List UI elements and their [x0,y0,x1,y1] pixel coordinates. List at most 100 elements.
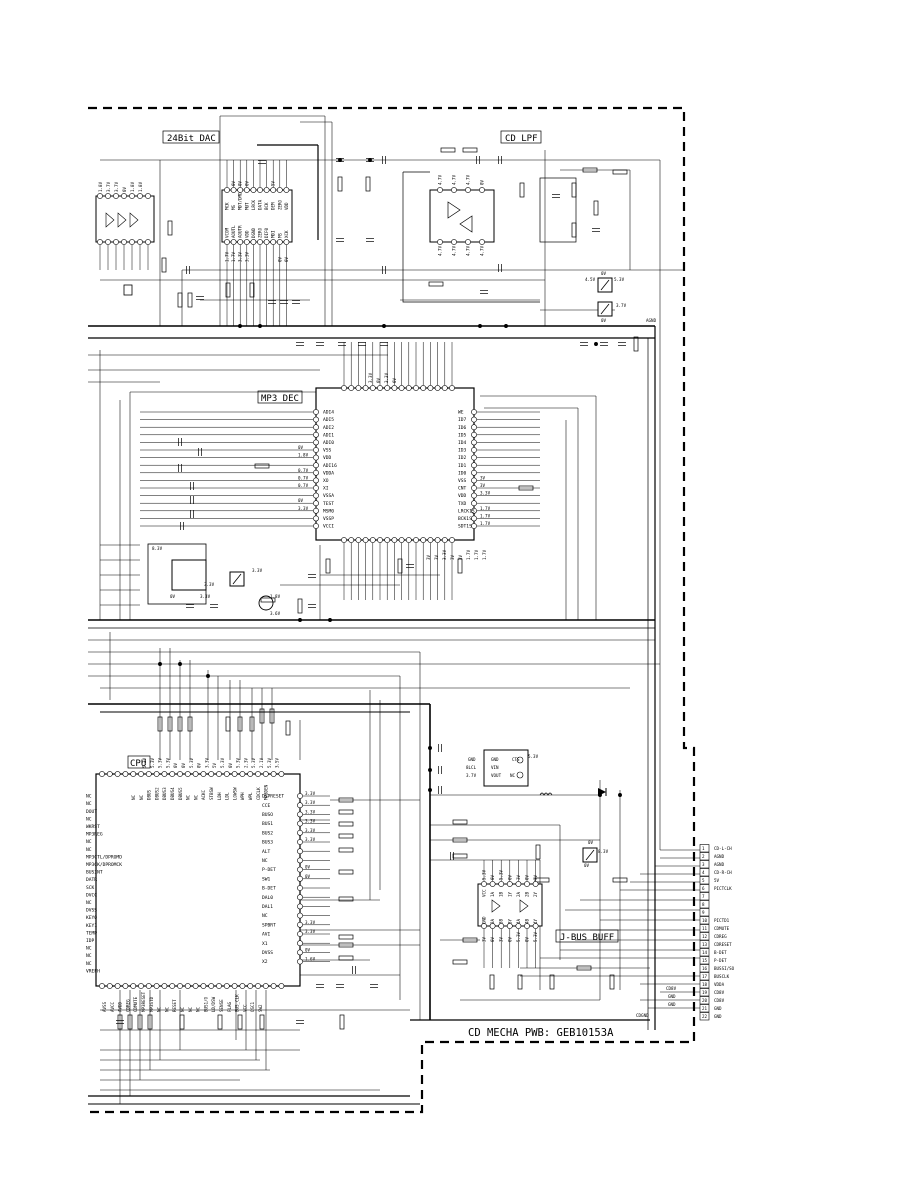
cpu-right-pin-label: NC [262,858,268,864]
dac-bottom-pin-label: DIF0 [264,227,269,238]
lpf-bottom-volt: 4.7V [466,245,471,256]
jbus-bottom-pin-label: GND [482,916,487,924]
regulator-8v3: 8.3V 0V 0V [582,840,609,868]
lpf-label-box [500,130,542,144]
dac-bottom-pin-label: XCK [284,230,289,238]
mp3-bottom-pin [355,537,362,543]
connector-pin-number: 14 [702,950,708,955]
cpu-bottom-pin [169,983,176,989]
cpu-left-pin-label: TEMP [86,930,97,936]
mp3-right-pin-label: WE [458,410,464,416]
amp-top-pin [105,193,111,199]
jbus-top-pin [489,881,496,887]
dac-top-pin-label: VDD [284,202,289,210]
cpu-left-pin-label: NC [86,961,92,967]
mp3-bottom-volt: 3V [458,554,463,560]
lpf-bottom-volt: 4.7V [480,245,485,256]
jbus-pins: VCC5.3V1A0V1B5.3V1Y0V2A3V2B0V2Y3VGND3V3A… [481,860,539,968]
jbus-top-pin [498,881,505,887]
regulator-3v7: 3.7V 0V [597,301,627,323]
mp3-right-pin [471,485,477,491]
cpu-top-pin [184,771,191,777]
cpu-right-pin-label: NC [262,913,268,919]
cpu-right-pin-label: ALT [262,849,271,855]
connector-pin-box [699,932,710,941]
amp-bottom-pin [105,239,111,245]
amp-top-pin [121,193,127,199]
cpu-top-volt: 5.3V [165,757,170,768]
connector-pin-box [699,940,710,949]
lpf-top-pin [451,187,457,193]
dac-top-pin [257,187,263,193]
mp3-top-pin [384,385,391,391]
dac-label: 24Bit DAC [167,134,216,144]
dac-top-pin-label: DEM [271,202,276,210]
mp3-right-pin-label: VSS [458,478,467,484]
mp3-right-volt: 1.7V [480,521,491,526]
cpu-left-pin-label: DVCC [86,892,97,898]
amp-bottom-pin [129,239,135,245]
mp3-right-pin-label: ID0 [458,470,467,476]
cpu-right-volt: 0V [305,947,311,952]
jbus-top-pin [524,881,530,887]
connector-pin-number: 19 [702,990,708,995]
cpu-bottom-pin-label: SENSE [219,999,224,1012]
cpu-label-box [127,755,151,769]
sub-volt-2: 3.3V [200,594,211,599]
cpu-right-pin-label: BUS2 [262,830,273,836]
mp3-left-volt: 0.7V [298,468,309,473]
mp3-right-volt: 3.3V [480,491,491,496]
cpu-top-pin-label: ACKC [201,789,206,800]
cpu-right-pin-label: AVI [262,932,271,938]
mp3-right-pin [471,469,477,476]
amp-volt: 3.7V [114,181,119,192]
lpf-bottom-pin [437,239,443,245]
mp3-right-pin-label: BCK1S [458,516,472,522]
dac-top-pin-label: MUT [244,202,249,210]
mp3-left-volt: 0V [298,445,304,450]
lpf-top-pin [437,187,443,193]
connector-pin-number: 1 [702,846,705,851]
cpu-right-pin [297,885,303,891]
mp3-bottom-pin [384,537,391,543]
mp3-left-volt: 0.7V [298,475,309,480]
cpu-right-pin [297,829,303,836]
mp3-right-pin [471,523,477,529]
vreg-pin-vin: VIN [491,765,499,770]
jbus-top-pin-label: 2B [525,891,530,897]
mp3-top-volt: 3.3V [384,372,389,383]
connector-pin-number: 11 [702,926,708,931]
connector-pin-box [699,892,710,901]
dac-top-pin [224,187,230,193]
cpu-top-pin-label: LDL [225,792,230,800]
connector-pin-box [699,1004,710,1013]
jbus-bottom-pin [532,923,539,929]
connector-pin-number: 22 [702,1014,708,1019]
lpf-bottom-pin [465,239,471,245]
cpu-top-pin-label: WPL [248,792,253,800]
cpu-top-pin-label: LDH [217,792,222,800]
dac-top-pin-label: LRCK [251,199,256,210]
cpu-right-pin [297,903,303,910]
cpu-right-pin [297,839,303,845]
cpu-bottom-pin [153,983,160,989]
mp3-left-pin-label: VDD [323,455,332,461]
cpu-bottom-pin-label: OSC1 [250,1001,255,1012]
cpu-top-pin [278,771,285,777]
cpu-bottom-pin-label: AVDD [118,1001,123,1012]
dac-top-pin [283,187,290,193]
dac-top-pin [250,187,257,193]
mp3-right-pin [471,439,477,446]
cpu-top-pin [223,771,230,777]
cpu-bottom-pin [223,983,230,989]
mp3-top-volt: 0V [392,377,397,383]
amp-top-pin [97,193,103,199]
connector-pin-box [699,972,710,981]
mp3-left-pin [313,500,319,507]
cpu-top-pin-label: DBUS2 [154,787,159,800]
cpu-right-pin [297,875,303,882]
cpu-right-pin [297,949,303,956]
connector-pin-name: CDRESET [714,942,732,947]
